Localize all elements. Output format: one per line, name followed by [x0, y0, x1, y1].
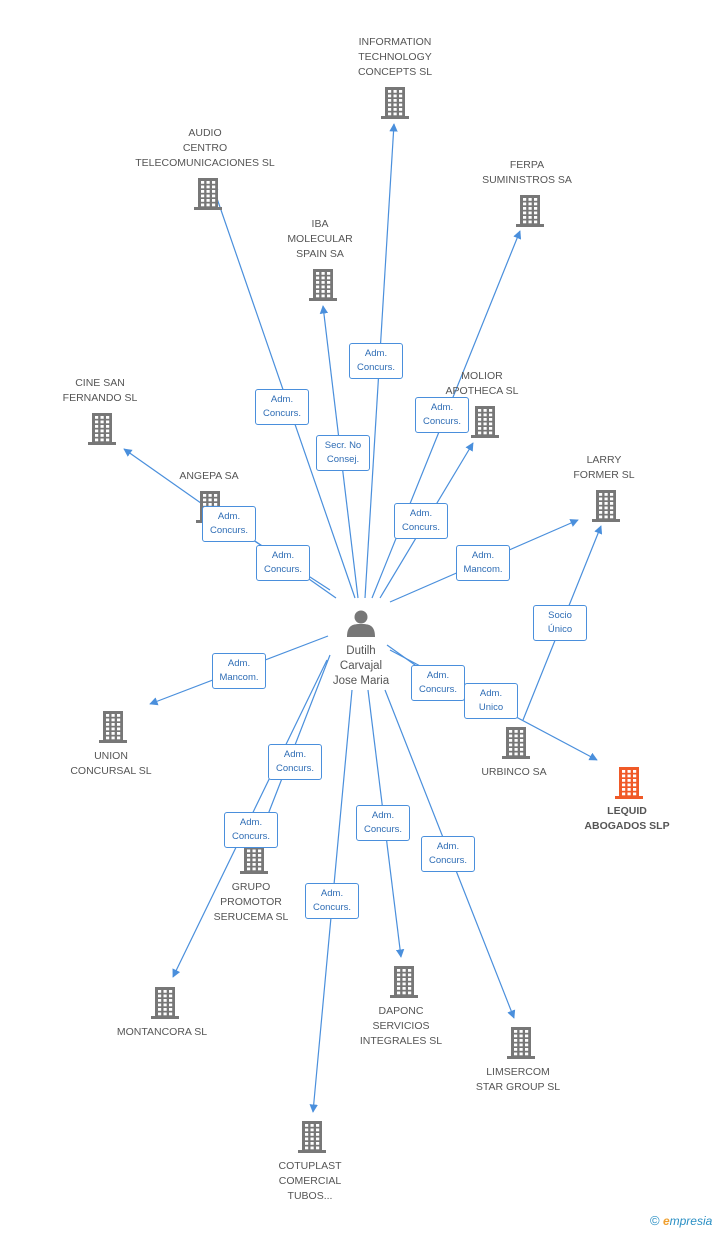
node-label-iba[interactable]: IBA MOLECULAR SPAIN SA: [287, 218, 353, 260]
brand-e: e: [662, 1214, 670, 1228]
building-icon-lequid[interactable]: [615, 767, 643, 799]
node-label-cine[interactable]: CINE SAN FERNANDO SL: [62, 377, 138, 404]
edge-label-center-audio[interactable]: Adm. Concurs.: [255, 389, 309, 425]
edge-label-center-daponc[interactable]: Adm. Concurs.: [356, 805, 410, 841]
building-icon-daponc[interactable]: [390, 966, 418, 998]
edge-label-center-limsercom[interactable]: Adm. Concurs.: [421, 836, 475, 872]
node-label-cotuplast[interactable]: COTUPLAST COMERCIAL TUBOS...: [278, 1160, 342, 1202]
empresia-logo[interactable]: © empresia: [650, 1213, 712, 1228]
copyright-symbol: ©: [650, 1213, 660, 1228]
edge-label-center-montancora[interactable]: Adm. Concurs.: [224, 812, 278, 848]
edge-label-center-ferpa[interactable]: Adm. Concurs.: [415, 397, 469, 433]
building-icon-cine[interactable]: [88, 413, 116, 445]
building-icon-urbinco[interactable]: [502, 727, 530, 759]
person-icon[interactable]: [347, 610, 375, 638]
node-label-angepa[interactable]: ANGEPA SA: [179, 470, 239, 482]
node-label-itc[interactable]: INFORMATION TECHNOLOGY CONCEPTS SL: [357, 36, 433, 78]
node-label-molior[interactable]: MOLIOR APOTHECA SL: [445, 370, 519, 397]
node-label-daponc[interactable]: DAPONC SERVICIOS INTEGRALES SL: [359, 1005, 443, 1047]
node-label-union[interactable]: UNION CONCURSAL SL: [70, 750, 152, 777]
building-icon-ferpa[interactable]: [516, 195, 544, 227]
building-icon-limsercom[interactable]: [507, 1027, 535, 1059]
node-label-lequid[interactable]: LEQUID ABOGADOS SLP: [584, 805, 670, 832]
node-label-montancora[interactable]: MONTANCORA SL: [116, 1026, 208, 1038]
brand-name: mpresia: [669, 1214, 713, 1228]
building-icon-molior[interactable]: [471, 406, 499, 438]
node-label-limsercom[interactable]: LIMSERCOM STAR GROUP SL: [475, 1066, 561, 1093]
edge-label-urbinco-larry[interactable]: Socio Único: [533, 605, 587, 641]
building-icon-union[interactable]: [99, 711, 127, 743]
icons-layer: [88, 87, 643, 1153]
edge-label-center-angepa[interactable]: Adm. Concurs.: [256, 545, 310, 581]
edge-label-center-cotuplast[interactable]: Adm. Concurs.: [305, 883, 359, 919]
edge-label-center-urbinco[interactable]: Adm. Concurs.: [411, 665, 465, 701]
edge-label-center-union[interactable]: Adm. Mancom.: [212, 653, 266, 689]
building-icon-iba[interactable]: [309, 269, 337, 301]
building-icon-grupo[interactable]: [240, 842, 268, 874]
edge-label-center-larry[interactable]: Adm. Mancom.: [456, 545, 510, 581]
building-icon-audio[interactable]: [194, 178, 222, 210]
center-person-label[interactable]: Dutilh Carvajal Jose Maria: [332, 645, 390, 687]
edge-label-center-itc[interactable]: Adm. Concurs.: [349, 343, 403, 379]
building-icon-itc[interactable]: [381, 87, 409, 119]
edge-label-center-grupo[interactable]: Adm. Concurs.: [268, 744, 322, 780]
edge-label-center-molior[interactable]: Adm. Concurs.: [394, 503, 448, 539]
building-icon-montancora[interactable]: [151, 987, 179, 1019]
node-label-ferpa[interactable]: FERPA SUMINISTROS SA: [482, 159, 572, 186]
building-icon-larry[interactable]: [592, 490, 620, 522]
node-label-larry[interactable]: LARRY FORMER SL: [573, 454, 635, 481]
edge-label-center-lequid[interactable]: Adm. Unico: [464, 683, 518, 719]
building-icon-cotuplast[interactable]: [298, 1121, 326, 1153]
edge-label-center-iba[interactable]: Secr. No Consej.: [316, 435, 370, 471]
node-label-grupo[interactable]: GRUPO PROMOTOR SERUCEMA SL: [213, 881, 289, 923]
node-label-urbinco[interactable]: URBINCO SA: [481, 766, 547, 778]
edge-label-center-cine[interactable]: Adm. Concurs.: [202, 506, 256, 542]
node-label-audio[interactable]: AUDIO CENTRO TELECOMUNICACIONES SL: [135, 127, 275, 169]
